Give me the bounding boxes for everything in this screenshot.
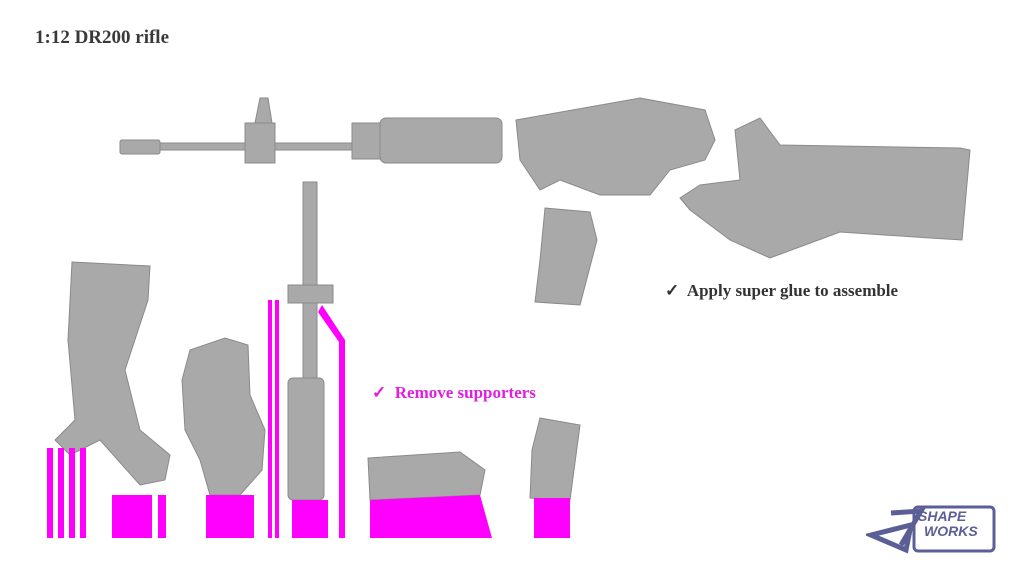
logo-line1: SHAPE [918,508,967,524]
magazine-printed-2 [529,417,581,501]
supporters-note: ✓ Remove supporters [372,383,536,403]
logo-mark-icon [863,505,996,554]
slide-title: 1:12 DR200 rifle [35,27,170,48]
magazine [534,207,598,306]
barrel-printed [287,181,334,501]
barrel-assembly [119,97,503,164]
assemble-note: ✓ Apply super glue to assemble [665,281,898,301]
check-icon: ✓ [665,281,680,300]
receiver [515,97,716,196]
logo-line2: WORKS [924,523,978,539]
stock-printed [54,261,171,486]
assemble-note-text: Apply super glue to assemble [686,281,899,300]
supports [47,300,570,538]
check-icon: ✓ [372,383,387,402]
stock [679,117,971,259]
supporters-note-text: Remove supporters [394,383,536,402]
receiver-printed [181,337,266,496]
magazine-printed [367,451,486,501]
